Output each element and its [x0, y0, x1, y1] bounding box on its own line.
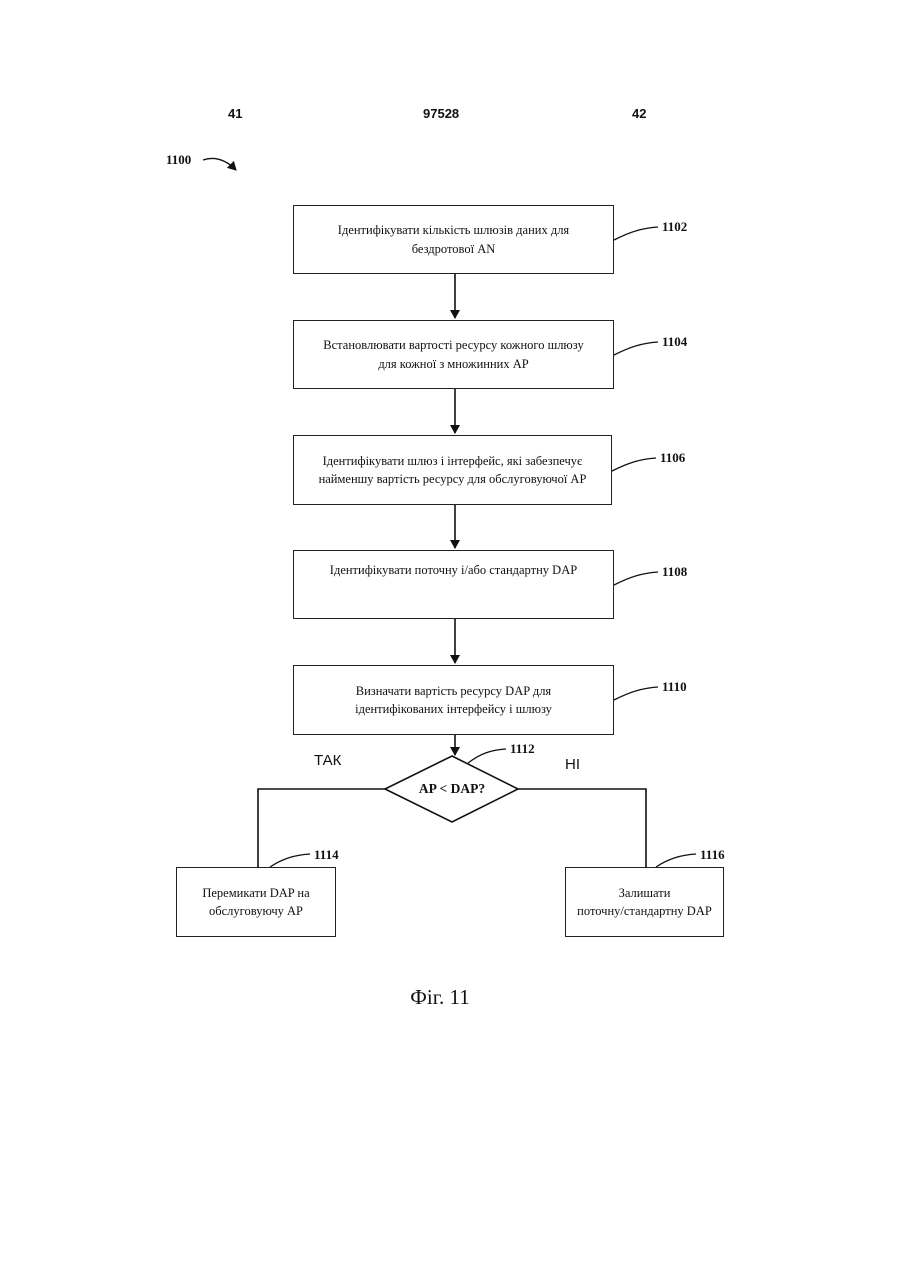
step-ref-1104: 1104	[662, 334, 687, 350]
leader-1106	[612, 458, 656, 471]
no-branch-label: НІ	[565, 756, 580, 773]
step-text-1106: Ідентифікувати шлюз і інтерфейс, які заб…	[319, 452, 587, 488]
step-box-1108: Ідентифікувати поточну і/або стандартну …	[293, 550, 614, 619]
step-box-1102: Ідентифікувати кількість шлюзів даних дл…	[293, 205, 614, 274]
figure-ref-label: 1100	[166, 152, 191, 168]
leader-1110	[614, 687, 658, 700]
leader-1112	[468, 749, 506, 763]
leader-1108	[614, 572, 658, 585]
step-text-1102: Ідентифікувати кількість шлюзів даних дл…	[338, 221, 569, 257]
step-text-1110: Визначати вартість ресурсу DAP для ідент…	[355, 682, 552, 718]
step-ref-1106: 1106	[660, 450, 685, 466]
outcome-text-1114: Перемикати DAP на обслуговуючу AP	[202, 884, 309, 920]
figure-ref-arrow	[203, 158, 236, 170]
leader-1116	[656, 854, 696, 867]
step-box-1104: Встановлювати вартості ресурсу кожного ш…	[293, 320, 614, 389]
step-text-1108: Ідентифікувати поточну і/або стандартну …	[330, 561, 577, 579]
step-box-1110: Визначати вартість ресурсу DAP для ідент…	[293, 665, 614, 735]
outcome-ref-1114: 1114	[314, 847, 339, 863]
leader-1102	[614, 227, 658, 240]
outcome-box-1116: Залишати поточну/стандартну DAP	[565, 867, 724, 937]
outcome-ref-1116: 1116	[700, 847, 725, 863]
yes-branch-label: ТАК	[314, 752, 341, 769]
step-ref-1102: 1102	[662, 219, 687, 235]
leader-1114	[270, 854, 310, 867]
step-text-1104: Встановлювати вартості ресурсу кожного ш…	[323, 336, 583, 372]
step-box-1106: Ідентифікувати шлюз і інтерфейс, які заб…	[293, 435, 612, 505]
figure-caption: Фіг. 11	[380, 985, 500, 1010]
decision-ref: 1112	[510, 741, 535, 757]
outcome-box-1114: Перемикати DAP на обслуговуючу AP	[176, 867, 336, 937]
step-ref-1108: 1108	[662, 564, 687, 580]
decision-text: AP < DAP?	[392, 781, 512, 797]
step-ref-1110: 1110	[662, 679, 687, 695]
outcome-text-1116: Залишати поточну/стандартну DAP	[577, 884, 712, 920]
leader-1104	[614, 342, 658, 355]
no-branch-line	[518, 789, 646, 867]
